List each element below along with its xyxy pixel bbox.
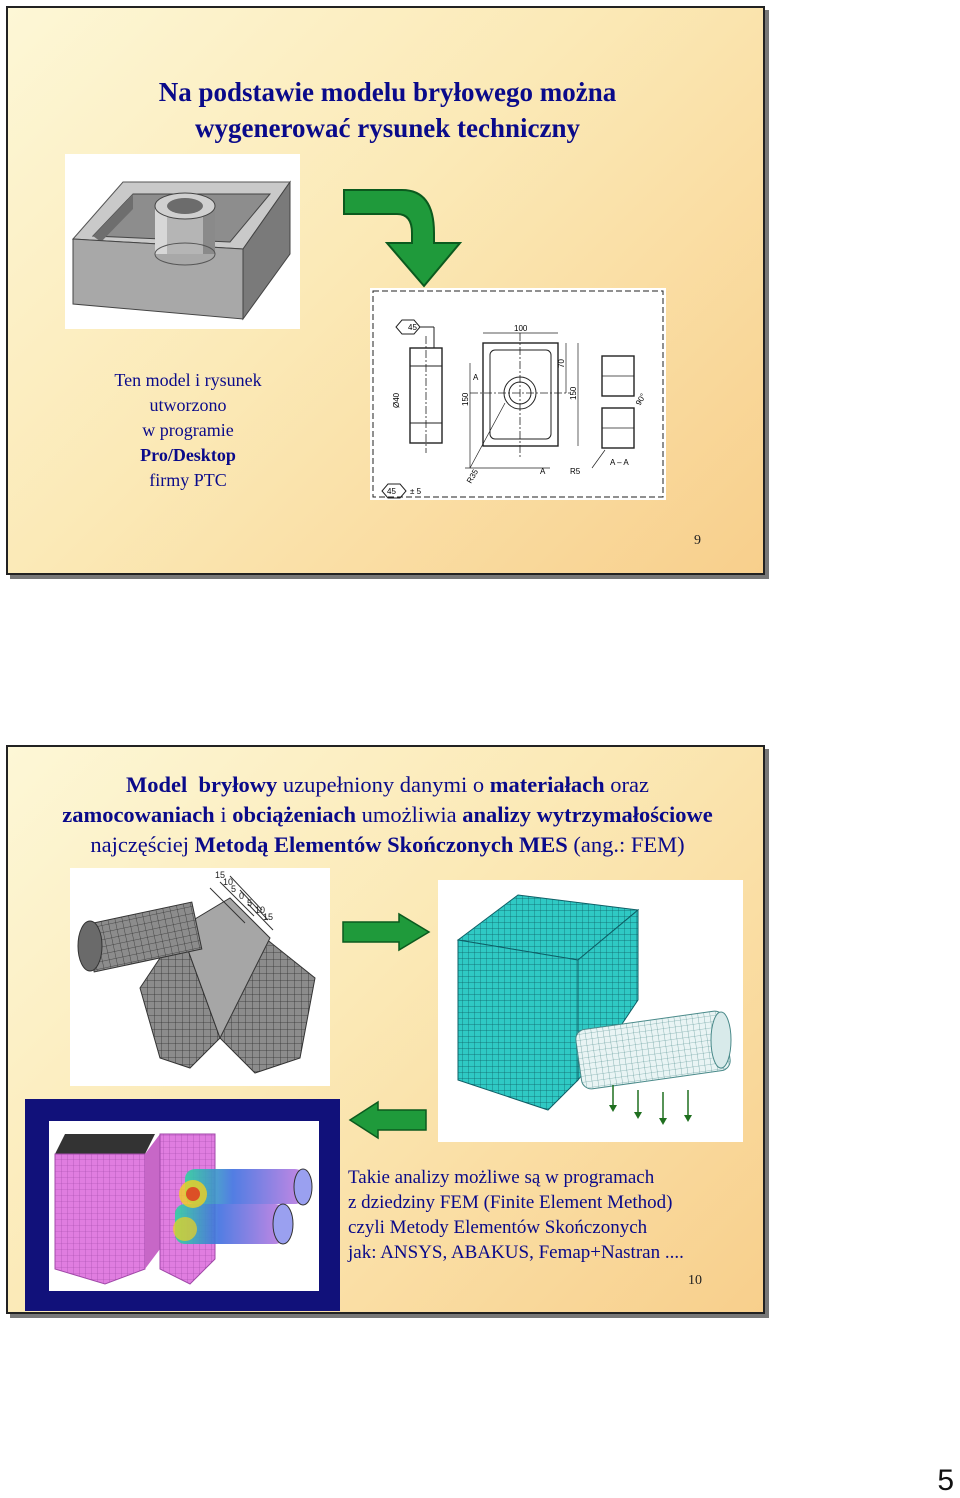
load-scale-label: 10 (223, 877, 233, 887)
slide-10: Model bryłowy uzupełniony danymi o mater… (6, 745, 765, 1314)
tolerance-45-bottom: 45 (387, 487, 396, 496)
heading-word-analizy: analizy wytrzymałościowe (462, 802, 713, 827)
heading-text-3: i (220, 802, 227, 827)
section-mark-a-bottom: A (540, 467, 546, 476)
slide-title: Na podstawie modelu bryłowego można wyge… (8, 74, 767, 146)
dim-100: 100 (514, 324, 528, 333)
title-line-1: Na podstawie modelu bryłowego można (158, 77, 617, 107)
heading-word-model: Model (125, 772, 188, 797)
heading-text-4: umożliwia (361, 802, 457, 827)
technical-drawing: 45 100 70 150 150 Ø40 R35 R5 90° A A A –… (370, 288, 666, 500)
tolerance-value: ± 5 (410, 487, 422, 496)
document-page-number: 5 (937, 1464, 954, 1497)
note-line-3: w programie (142, 420, 234, 440)
dim-150-right: 150 (569, 386, 578, 400)
info-line-4: jak: ANSYS, ABAKUS, Femap+Nastran .... (348, 1242, 684, 1263)
heading-text-5: najczęściej (90, 832, 190, 857)
note-line-2: utworzono (149, 395, 227, 415)
heading-text-6: (ang.: FEM) (573, 832, 685, 857)
section-mark-a-top: A (473, 373, 479, 382)
fem-result-image (25, 1099, 340, 1311)
dim-150-left: 150 (461, 392, 470, 406)
software-note: Ten model i rysunek utworzono w programi… (108, 368, 268, 493)
slide-page-number: 9 (694, 533, 701, 548)
tolerance-45-top: 45 (408, 323, 417, 332)
section-label: A – A (610, 458, 629, 467)
heading-word-brylowy: bryłowy (198, 772, 278, 797)
dim-phi40: Ø40 (392, 392, 401, 408)
fem-mesh-cyan-image (438, 880, 743, 1142)
slide-heading: Model bryłowy uzupełniony danymi o mater… (8, 770, 767, 860)
load-scale-label: 10 (255, 905, 265, 915)
fem-software-info: Takie analizy możliwe są w programach z … (348, 1165, 684, 1265)
heading-text-1: uzupełniony danymi o (282, 772, 485, 797)
arrow-left-icon (348, 1100, 427, 1140)
title-line-2: wygenerować rysunek techniczny (195, 113, 580, 143)
load-scale-label: 5 (231, 884, 236, 894)
dim-70: 70 (557, 359, 566, 368)
heading-word-zamocowaniach: zamocowaniach (62, 802, 215, 827)
info-line-2: z dziedziny FEM (Finite Element Method) (348, 1192, 673, 1213)
heading-word-mes: Metodą Elementów Skończonych MES (194, 832, 568, 857)
slide-9: Na podstawie modelu bryłowego można wyge… (6, 6, 765, 575)
solid-model-image (65, 154, 300, 329)
slide-page-number: 10 (688, 1273, 702, 1288)
heading-text-2: oraz (610, 772, 650, 797)
load-scale-label: 15 (215, 870, 225, 880)
load-scale-label: 0 (239, 891, 244, 901)
heading-word-obciazeniach: obciążeniach (232, 802, 356, 827)
load-scale-label: 5 (247, 898, 252, 908)
note-line-4: Pro/Desktop (140, 445, 236, 465)
load-scale-label: 15 (263, 912, 273, 922)
curved-arrow-icon (343, 189, 463, 288)
info-line-1: Takie analizy możliwe są w programach (348, 1167, 655, 1188)
info-line-3: czyli Metody Elementów Skończonych (348, 1217, 648, 1238)
heading-word-materialach: materiałach (489, 772, 605, 797)
note-line-1: Ten model i rysunek (114, 370, 262, 390)
arrow-right-icon (342, 912, 431, 952)
dim-r5: R5 (570, 467, 581, 476)
note-line-5: firmy PTC (149, 470, 227, 490)
